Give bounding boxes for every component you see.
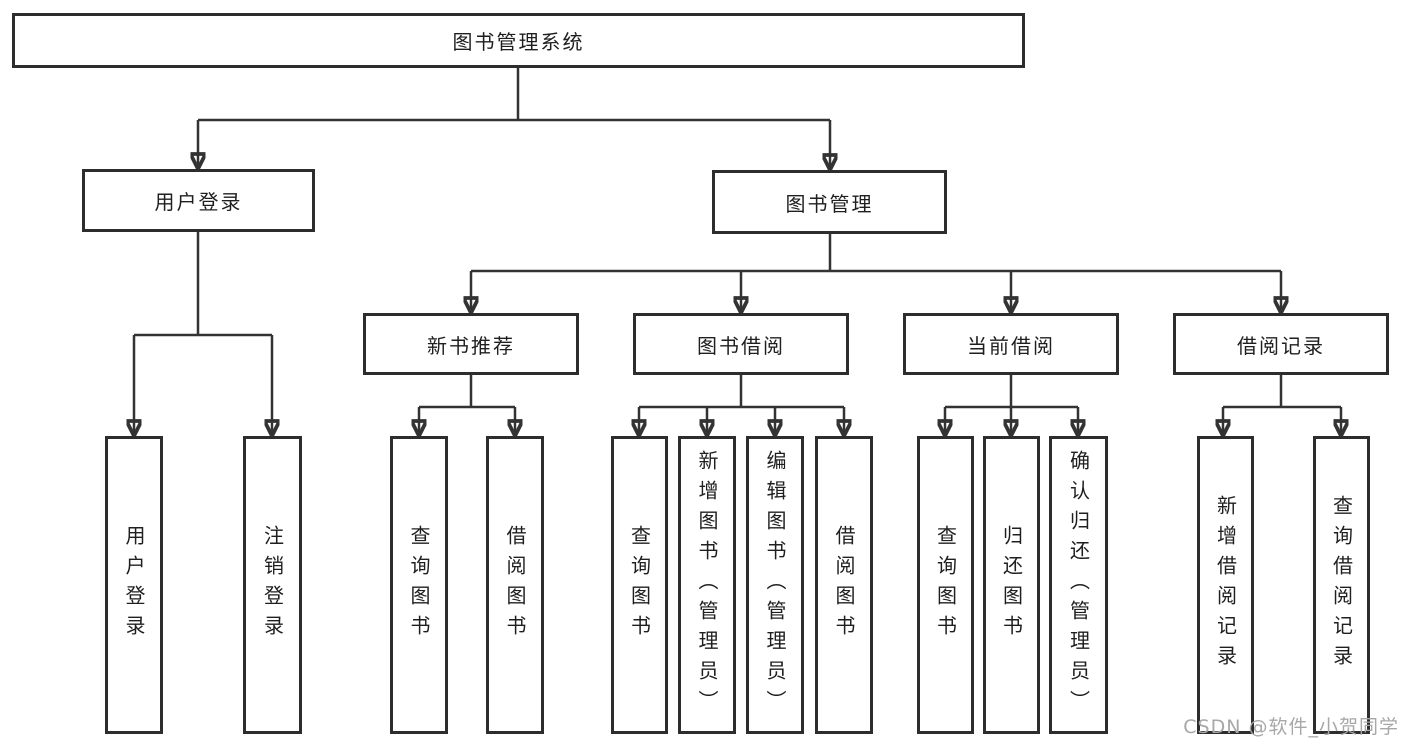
node-current-borrow: 当前借阅 <box>903 313 1119 375</box>
node-logout: 注销登录 <box>243 436 302 734</box>
node-cb-return-books: 归还图书 <box>983 436 1040 734</box>
connector-new-book-recommend-children <box>419 375 515 436</box>
connector-current-borrow-children <box>945 375 1078 436</box>
node-user-login-action: 用户登录 <box>105 436 163 734</box>
node-bb-edit-books-admin: 编辑图书（管理员） <box>746 436 804 734</box>
node-nbr-borrow-books: 借阅图书 <box>486 436 544 734</box>
node-bb-add-books-admin: 新增图书（管理员） <box>678 436 736 734</box>
connector-root-to-level2 <box>198 68 830 170</box>
connector-user-login-children <box>134 232 272 436</box>
watermark-text: CSDN @软件_小贺同学 <box>1183 716 1399 738</box>
node-br-query-record: 查询借阅记录 <box>1313 436 1370 734</box>
node-cb-confirm-return-admin: 确认归还（管理员） <box>1049 436 1108 734</box>
node-borrow-records: 借阅记录 <box>1173 313 1389 375</box>
node-nbr-query-books: 查询图书 <box>390 436 448 734</box>
node-book-management: 图书管理 <box>712 170 947 234</box>
node-user-login: 用户登录 <box>82 169 315 232</box>
connector-borrow-records-children <box>1223 375 1341 436</box>
node-br-add-record: 新增借阅记录 <box>1197 436 1254 734</box>
node-bb-borrow-books: 借阅图书 <box>815 436 873 734</box>
connector-book-management-children <box>471 234 1281 313</box>
connector-book-borrow-children <box>639 375 844 436</box>
node-new-book-recommend: 新书推荐 <box>363 313 579 375</box>
node-book-borrow: 图书借阅 <box>633 313 849 375</box>
node-cb-query-books: 查询图书 <box>917 436 974 734</box>
node-root: 图书管理系统 <box>12 13 1025 68</box>
node-bb-query-books: 查询图书 <box>611 436 668 734</box>
